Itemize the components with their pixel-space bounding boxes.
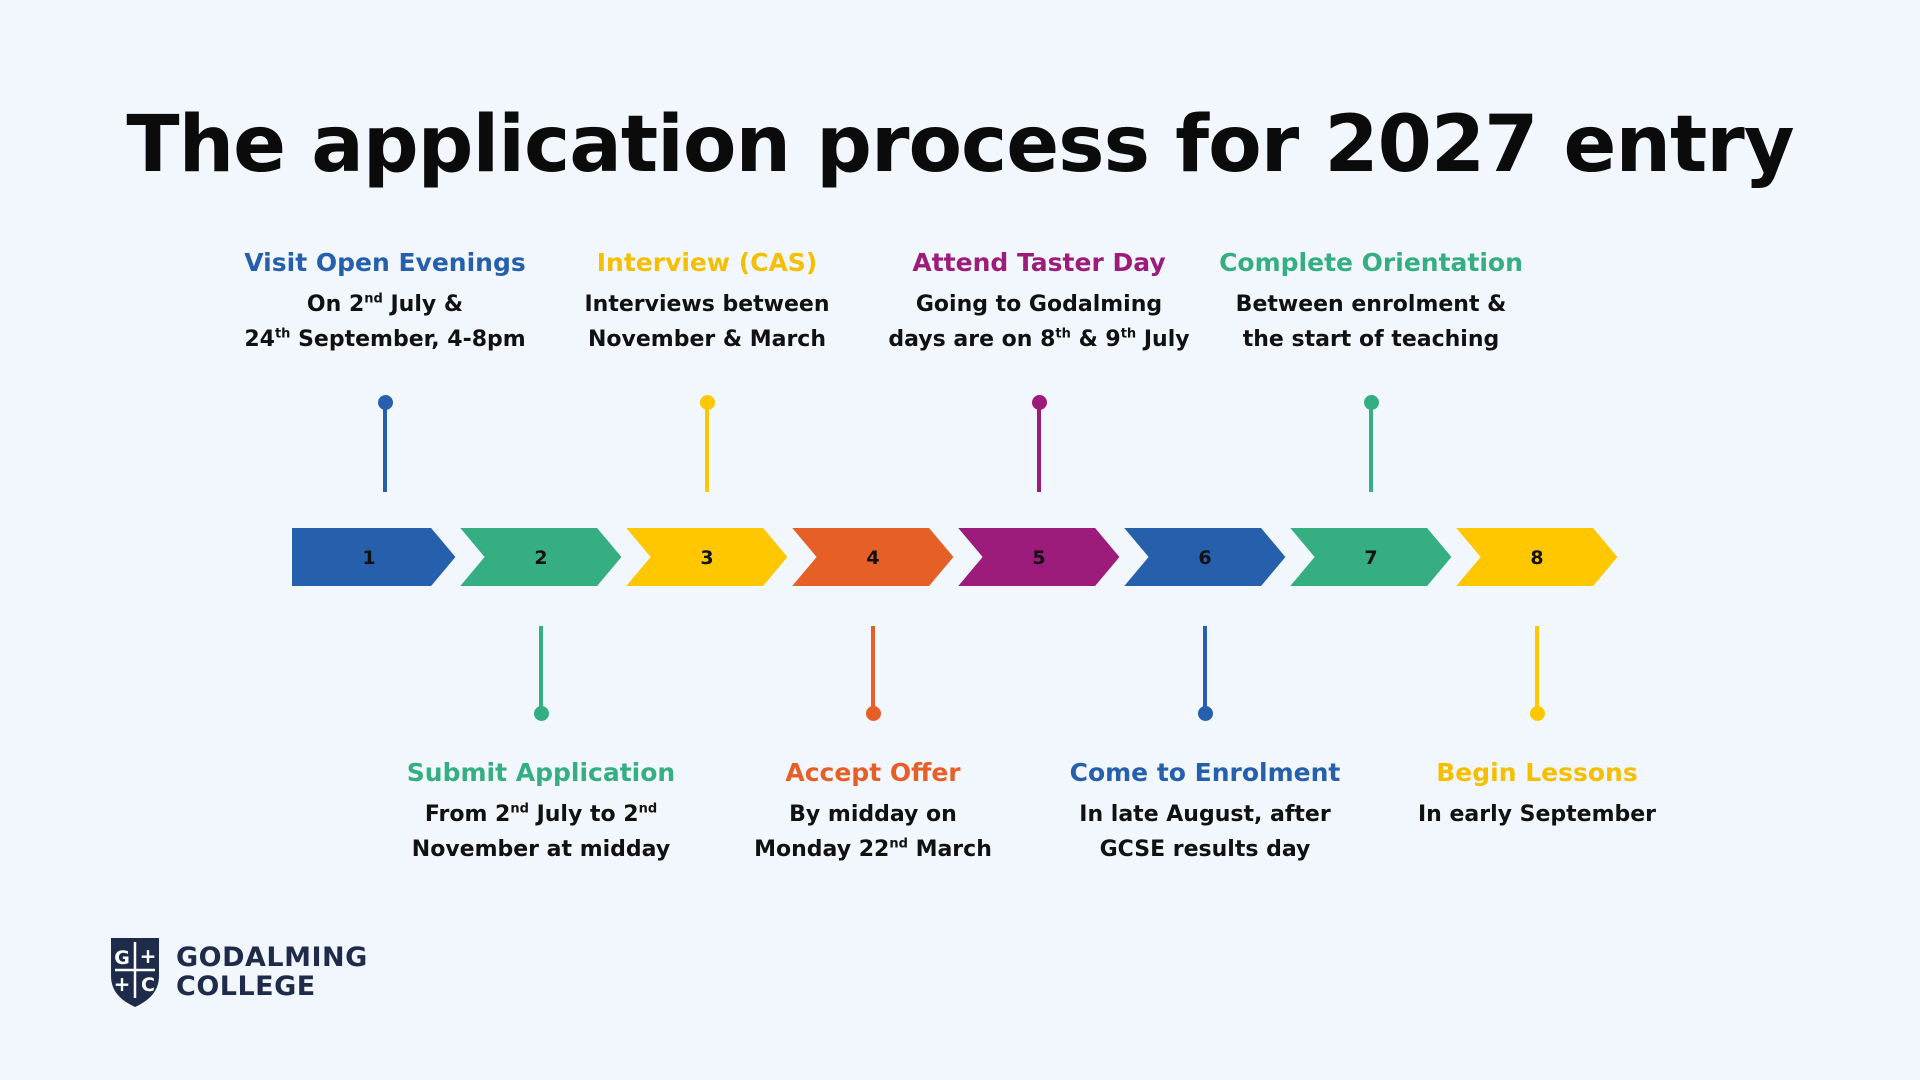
connector-dot-4 [865,706,881,721]
step-heading-7: Complete Orientation [1219,248,1523,277]
connector-dot-7 [1363,395,1379,410]
step-heading-5: Attend Taster Day [912,248,1166,277]
step-number-5: 5 [1032,547,1045,569]
chevron-step-5 [949,524,1125,590]
step-number-7: 7 [1364,547,1377,569]
step-description-7: Between enrolment &the start of teaching [1235,292,1507,352]
connector-dot-6 [1197,706,1213,721]
step-heading-2: Submit Application [406,758,676,787]
logo-text: GODALMING COLLEGE [176,943,368,1001]
step-number-1: 1 [362,547,375,569]
step-description-1: On 2nd July &24th September, 4-8pm [244,291,526,352]
connector-dot-8 [1529,706,1545,721]
connector-dot-2 [533,706,549,721]
svg-text:+: + [140,944,157,968]
chevron-step-6 [1115,524,1291,590]
chevron-step-4 [783,524,959,590]
step-heading-4: Accept Offer [785,758,961,787]
connector-line-1 [383,404,387,492]
svg-text:G: G [114,947,130,969]
shield-logo-icon: G + + C [111,938,159,1007]
connector-line-7 [1369,404,1373,492]
step-label-8: Begin Lessons In early September [1367,758,1707,832]
step-heading-6: Come to Enrolment [1069,758,1341,787]
chevron-step-8 [1447,524,1623,590]
college-logo: G + + C GODALMING COLLEGE [108,936,368,1008]
connector-line-4 [871,626,875,714]
connector-dot-1 [377,395,393,410]
chevron-step-2 [451,524,627,590]
step-label-1: Visit Open Evenings On 2nd July &24th Sep… [215,248,555,357]
step-number-8: 8 [1530,547,1543,569]
step-number-2: 2 [534,547,547,569]
connector-line-3 [705,404,709,492]
connector-line-5 [1037,404,1041,492]
chevron-step-7 [1281,524,1457,590]
step-heading-8: Begin Lessons [1436,758,1638,787]
step-number-3: 3 [700,547,713,569]
connector-dot-5 [1031,395,1047,410]
svg-text:C: C [141,974,155,996]
step-heading-1: Visit Open Evenings [244,248,526,277]
svg-text:+: + [114,972,131,996]
step-number-6: 6 [1198,547,1211,569]
connector-dot-3 [699,395,715,410]
connector-line-8 [1535,626,1539,714]
page-title: The application process for 2027 entry [126,100,1794,190]
logo-line-2: COLLEGE [176,971,316,1002]
chevron-step-3 [617,524,793,590]
step-description-8: In early September [1417,802,1657,827]
connector-line-6 [1203,626,1207,714]
step-heading-3: Interview (CAS) [596,248,818,277]
step-number-4: 4 [866,547,879,569]
connector-line-2 [539,626,543,714]
chevron-step-1 [288,524,461,590]
logo-line-1: GODALMING [176,942,368,973]
